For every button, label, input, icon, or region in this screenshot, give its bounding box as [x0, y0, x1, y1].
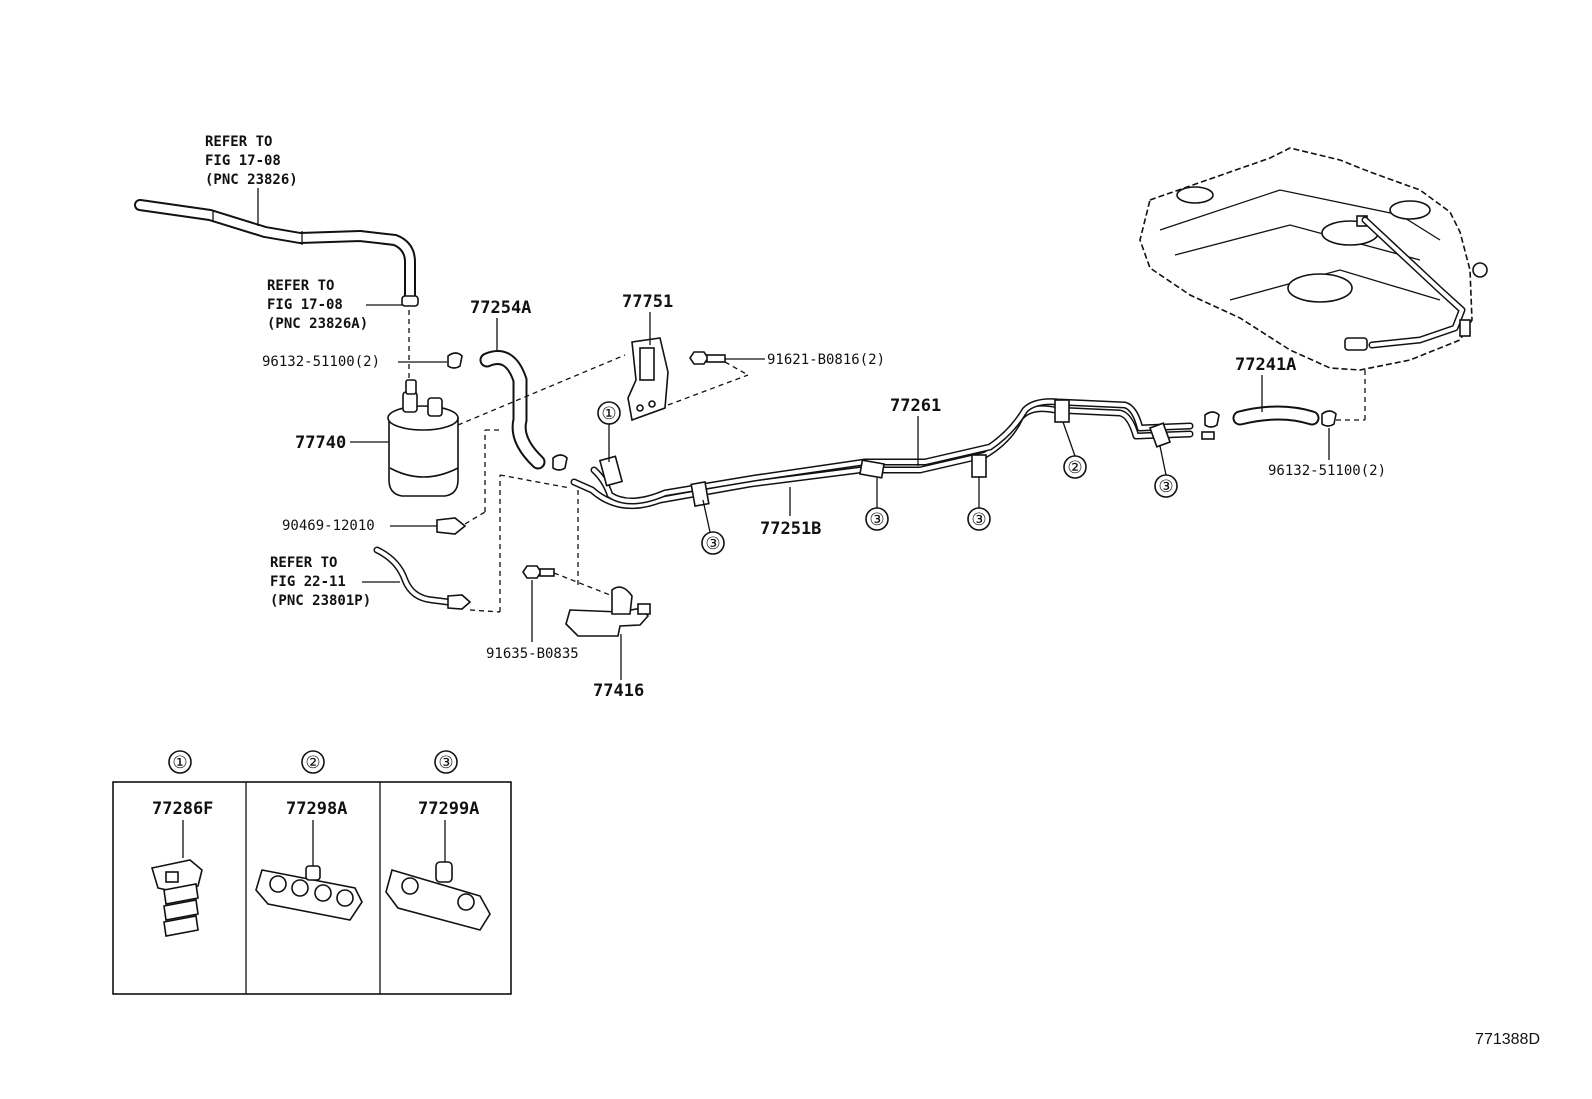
part-label-77740: 77740 [295, 433, 346, 453]
charcoal-canister [387, 379, 459, 497]
part-label-77251B: 77251B [760, 519, 821, 539]
legend-callout-1: ① [172, 753, 187, 773]
part-label-90469: 90469-12010 [282, 518, 375, 534]
fig-label: FIG 17-08 [267, 297, 343, 313]
diagram-code: 771388D [1475, 1031, 1540, 1048]
refer-to-label: REFER TO [205, 134, 272, 150]
callout-2: ② [1063, 455, 1087, 479]
legend-part-77299A: 77299A [418, 799, 479, 819]
pnc-label: (PNC 23826A) [267, 316, 368, 332]
bracket-77416 [565, 586, 651, 637]
svg-text:③: ③ [971, 510, 986, 530]
part-label-77416: 77416 [593, 681, 644, 701]
callout-3: ③ [865, 507, 889, 531]
fig-label: FIG 17-08 [205, 153, 281, 169]
callout-3: ③ [701, 531, 725, 555]
part-label-77254A: 77254A [470, 298, 531, 318]
part-label-77261: 77261 [890, 396, 941, 416]
part-label-91635: 91635-B0835 [486, 646, 579, 662]
callout-3: ③ [1154, 474, 1178, 498]
pnc-label: (PNC 23801P) [270, 593, 371, 609]
legend-callout-2: ② [305, 753, 320, 773]
legend-part-77298A: 77298A [286, 799, 347, 819]
svg-text:①: ① [601, 404, 616, 424]
hose-77241A [1232, 405, 1320, 426]
svg-text:③: ③ [705, 534, 720, 554]
legend-callout-3: ③ [438, 753, 453, 773]
bolt-91635 [522, 565, 555, 579]
callout-3: ③ [967, 507, 991, 531]
refer-to-label: REFER TO [267, 278, 334, 294]
clamp-legend: ① ② ③ 77286F 77298A 77299A [112, 750, 512, 995]
svg-text:③: ③ [1158, 477, 1173, 497]
part-label-77751: 77751 [622, 292, 673, 312]
clamp-77299A-drawing [385, 861, 491, 931]
part-label-77241A: 77241A [1235, 355, 1296, 375]
refer-to-label: REFER TO [270, 555, 337, 571]
fuel-tank [1139, 147, 1488, 371]
part-label-91621: 91621-B0816(2) [767, 352, 885, 368]
callout-1: ① [597, 401, 621, 425]
bolt-91621 [689, 351, 726, 365]
legend-part-77286F: 77286F [152, 799, 213, 819]
part-label-96132-left: 96132-51100(2) [262, 354, 380, 370]
svg-text:②: ② [1067, 458, 1082, 478]
fuel-tube-77251B [570, 398, 1194, 510]
fig-label: FIG 22-11 [270, 574, 346, 590]
hose-77254A [479, 350, 546, 470]
pnc-label: (PNC 23826) [205, 172, 298, 188]
clamp-77298A-drawing [255, 865, 363, 921]
svg-text:③: ③ [869, 510, 884, 530]
ref-hose-23826 [134, 199, 419, 307]
clamp-77286F-drawing [150, 859, 203, 937]
bracket-77751 [627, 337, 669, 422]
part-label-96132-right: 96132-51100(2) [1268, 463, 1386, 479]
